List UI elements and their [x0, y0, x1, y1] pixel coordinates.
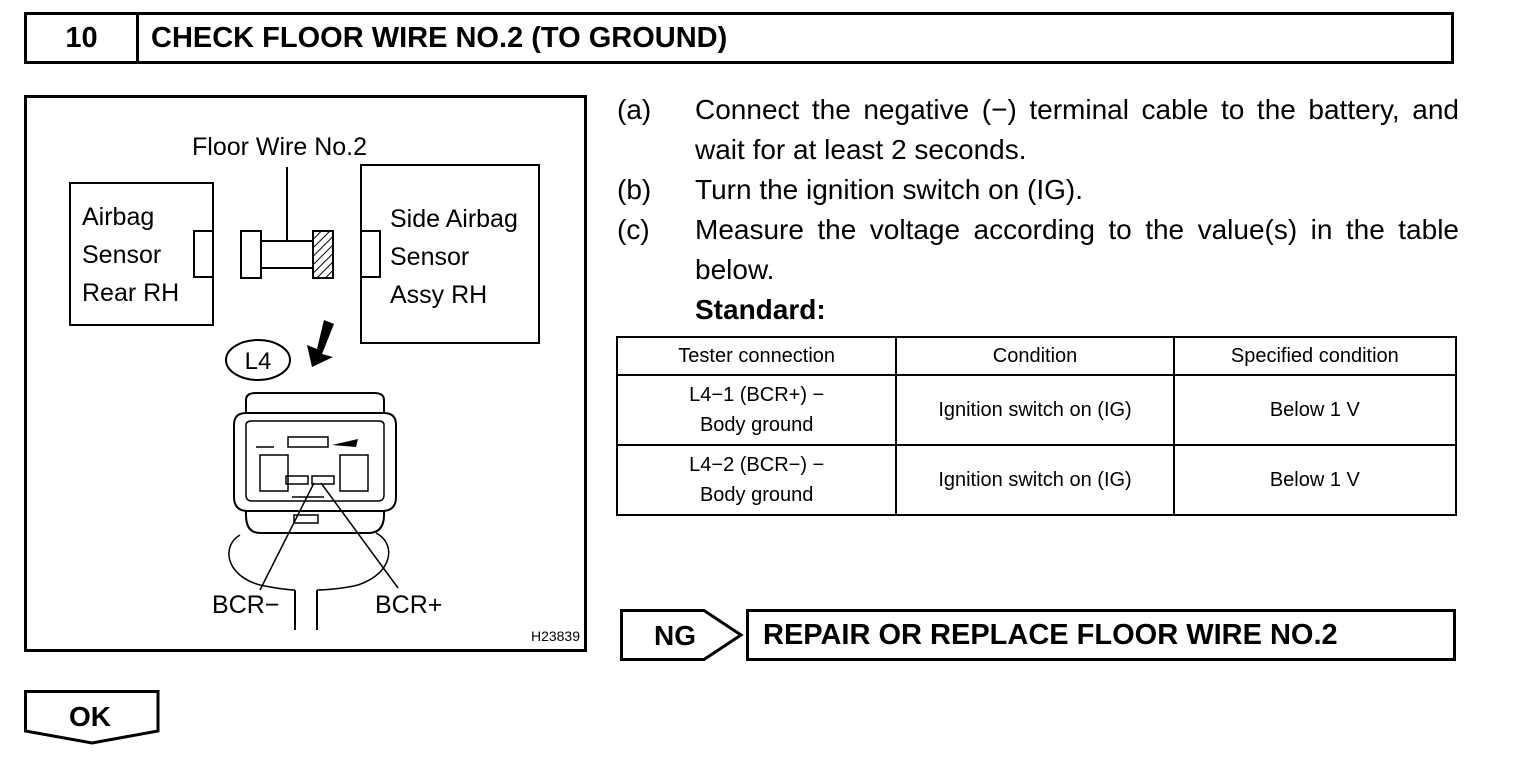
connector-diagram: Airbag Sensor Rear RH Side Airbag Sensor… — [24, 95, 587, 652]
airbag-sensor-line1: Airbag — [82, 203, 154, 231]
floor-wire-body — [260, 240, 314, 269]
step-text: Turn the ignition switch on (IG). — [695, 174, 1084, 205]
cell-condition: Ignition switch on (IG) — [895, 444, 1175, 516]
cell-connection: L4−1 (BCR+) − Body ground — [615, 374, 898, 446]
connector-rim — [245, 420, 385, 502]
ng-action: REPAIR OR REPLACE FLOOR WIRE NO.2 — [746, 609, 1456, 661]
procedure-steps: (a) Connect the negative (−) terminal ca… — [617, 90, 1459, 330]
connector-cavity-right — [339, 454, 369, 492]
step-c: (c) Measure the voltage according to the… — [617, 210, 1459, 290]
standard-label: Standard: — [695, 294, 826, 325]
step-header: 10 CHECK FLOOR WIRE NO.2 (TO GROUND) — [24, 12, 1454, 64]
connector-latch — [287, 436, 329, 448]
connector-lock — [293, 514, 319, 524]
step-number: 10 — [27, 15, 139, 61]
cell-connection: L4−2 (BCR−) − Body ground — [615, 444, 898, 516]
ok-tag-shape — [24, 690, 160, 745]
connector-housing — [245, 392, 385, 534]
table-header-row: Tester connection Condition Specified co… — [615, 336, 1458, 376]
floor-wire-plug-left — [240, 230, 262, 279]
header-condition: Condition — [895, 336, 1175, 376]
connection-line2: Body ground — [699, 414, 814, 436]
ng-tag: NG — [620, 609, 744, 661]
side-sensor-line3: Assy RH — [390, 281, 487, 309]
bcr-plus-label: BCR+ — [375, 591, 442, 619]
connection-line1: L4−2 (BCR−) − — [689, 454, 825, 476]
ng-tag-label: NG — [654, 620, 696, 651]
table-row: L4−2 (BCR−) − Body ground Ignition switc… — [615, 444, 1458, 516]
airbag-sensor-line2: Sensor — [82, 241, 161, 269]
terminal-bcr-minus-pin — [285, 475, 309, 485]
arrow-down-icon — [307, 320, 334, 367]
step-label: (b) — [617, 174, 652, 205]
airbag-sensor-connector — [193, 230, 214, 278]
step-text: Connect the negative (−) terminal cable … — [695, 94, 1459, 165]
step-title: CHECK FLOOR WIRE NO.2 (TO GROUND) — [151, 21, 728, 54]
step-text: Measure the voltage according to the val… — [695, 214, 1459, 285]
bcr-minus-label: BCR− — [212, 591, 279, 619]
header-specified-condition: Specified condition — [1172, 336, 1458, 376]
connection-line2: Body ground — [699, 484, 814, 506]
step-a: (a) Connect the negative (−) terminal ca… — [617, 90, 1459, 170]
side-sensor-connector — [360, 230, 381, 278]
step-b: (b) Turn the ignition switch on (IG). — [617, 170, 1459, 210]
connector-id-oval — [225, 339, 291, 381]
table-row: L4−1 (BCR+) − Body ground Ignition switc… — [615, 374, 1458, 446]
bcr-plus-leader — [320, 482, 399, 589]
bcr-minus-leader — [259, 482, 315, 591]
step-label: (c) — [617, 214, 650, 245]
side-sensor-label: Side Airbag Sensor Assy RH — [390, 205, 525, 309]
connection-line1: L4−1 (BCR+) − — [689, 384, 825, 406]
figure-code: H23839 — [531, 628, 580, 644]
terminal-bcr-plus-pin — [311, 475, 335, 485]
airbag-sensor-line3: Rear RH — [82, 279, 179, 307]
side-sensor-line1: Side Airbag — [390, 205, 518, 233]
header-tester-connection: Tester connection — [615, 336, 898, 376]
connector-key-icon — [332, 439, 358, 447]
floor-wire-label: Floor Wire No.2 — [192, 133, 367, 161]
figure-frame — [24, 95, 587, 652]
connector-cavity-left — [259, 454, 289, 492]
cell-specified: Below 1 V — [1172, 374, 1458, 446]
airbag-sensor-label: Airbag Sensor Rear RH — [82, 203, 179, 307]
spec-table: Tester connection Condition Specified co… — [615, 336, 1458, 516]
cell-specified: Below 1 V — [1172, 444, 1458, 516]
ng-tag-shape — [620, 609, 744, 661]
ok-tag: OK — [24, 690, 160, 745]
step-label: (a) — [617, 94, 652, 125]
connector-id-label: L4 — [245, 348, 272, 375]
connector-face — [233, 412, 397, 512]
harness-outline — [228, 532, 390, 591]
side-sensor-line2: Sensor — [390, 243, 469, 271]
floor-wire-plug-right — [312, 230, 334, 279]
cell-condition: Ignition switch on (IG) — [895, 374, 1175, 446]
ok-tag-label: OK — [69, 701, 111, 732]
